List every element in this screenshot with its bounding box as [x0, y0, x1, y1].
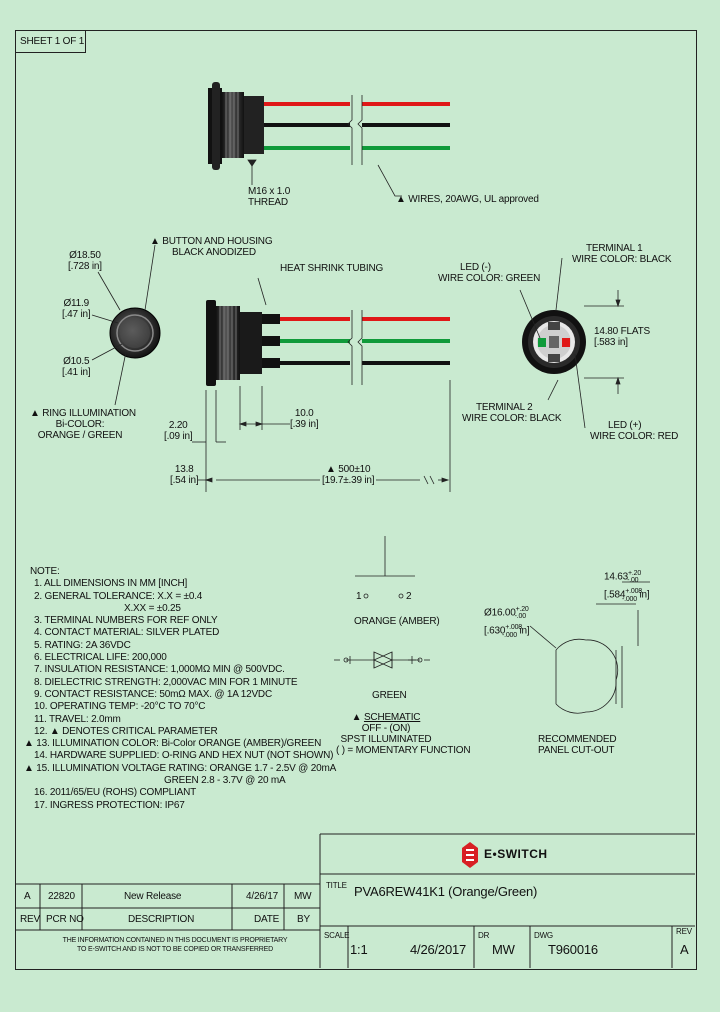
- schematic-terminal-2: 2: [406, 591, 412, 602]
- note-line: 17. INGRESS PROTECTION: IP67: [34, 799, 185, 811]
- drawing-title: PVA6REW41K1 (Orange/Green): [354, 884, 538, 899]
- note-line: X.XX = ±0.25: [124, 602, 181, 614]
- sheet-box: [15, 30, 86, 53]
- note-line: 2. GENERAL TOLERANCE: X.X = ±0.4: [34, 590, 203, 602]
- sheet-number: SHEET 1 OF 1: [20, 36, 85, 47]
- revision-date: 4/26/17: [246, 891, 278, 902]
- note-line: 11. TRAVEL: 2.0mm: [34, 713, 121, 725]
- rear-view-leaders: [519, 257, 624, 429]
- side-view-dimensions: [192, 277, 451, 492]
- note-line: 9. CONTACT RESISTANCE: 50mΩ MAX. @ 1A 12…: [34, 688, 272, 700]
- revision-header-pcr: PCR NO: [46, 914, 84, 925]
- note-line: 10. OPERATING TEMP: -20°C TO 70°C: [34, 701, 206, 713]
- led-minus-label: LED (-) WIRE COLOR: GREEN: [438, 262, 541, 284]
- rev-value: A: [680, 942, 689, 957]
- top-view-break: [347, 95, 363, 165]
- note-line: 1. ALL DIMENSIONS IN MM [INCH]: [34, 578, 188, 590]
- dr-value: MW: [492, 942, 515, 957]
- dim-500: ▲ 500±10[19.7±.39 in]: [322, 464, 375, 486]
- revision-header-rev: REV: [20, 914, 40, 925]
- led-plus-label: LED (+) WIRE COLOR: RED: [590, 420, 679, 442]
- note-line: GREEN 2.8 - 3.7V @ 20 mA: [164, 775, 286, 787]
- dim-13-8: 13.8[.54 in]: [170, 464, 199, 486]
- note-line: 5. RATING: 2A 36VDC: [34, 639, 131, 651]
- note-line: NOTE:: [30, 566, 60, 577]
- cutout-dia-dim: Ø16.00+.20-.00 [.630+.008-.000 in]: [484, 606, 530, 639]
- flats-label: 14.80 FLATS[.583 in]: [594, 326, 650, 348]
- drawing-border: [15, 30, 697, 970]
- dwg-label: DWG: [534, 931, 553, 940]
- note-line: ▲ 15. ILLUMINATION VOLTAGE RATING: ORANG…: [24, 762, 337, 774]
- cutout-width-dim: 14.63+.20-.00 [.584+.008-.000 in]: [604, 570, 650, 603]
- title-label: TITLE: [326, 881, 347, 890]
- note-line: 4. CONTACT MATERIAL: SILVER PLATED: [34, 627, 220, 639]
- schematic-orange-label: ORANGE (AMBER): [354, 616, 440, 627]
- terminal1-label: TERMINAL 1 WIRE COLOR: BLACK: [572, 243, 672, 265]
- note-line: 6. ELECTRICAL LIFE: 200,000: [34, 652, 167, 664]
- top-view-wires: [264, 102, 450, 150]
- side-view-switch: [206, 300, 262, 386]
- schematic-description: ▲ SCHEMATIC OFF - (ON) SPST ILLUMINATED …: [336, 712, 471, 756]
- front-view-leaders: [91, 244, 156, 406]
- dim-2-20: 2.20[.09 in]: [164, 420, 193, 442]
- note-line: 7. INSULATION RESISTANCE: 1,000MΩ MIN @ …: [34, 664, 285, 676]
- dim-10-0: 10.0[.39 in]: [290, 408, 319, 430]
- note-line: ▲ 13. ILLUMINATION COLOR: Bi-Color ORANG…: [24, 738, 322, 750]
- schematic-symbol: [334, 536, 430, 669]
- terminal2-label: TERMINAL 2 WIRE COLOR: BLACK: [462, 402, 562, 424]
- top-view-switch: [208, 82, 264, 170]
- dia-outer-label: Ø18.50[.728 in]: [68, 250, 102, 272]
- rear-view-switch: [522, 310, 586, 374]
- dr-label: DR: [478, 931, 490, 940]
- note-line: 8. DIELECTRIC STRENGTH: 2,000VAC MIN FOR…: [34, 676, 298, 688]
- drawing-date: 4/26/2017: [410, 942, 467, 957]
- scale-value: 1:1: [350, 942, 368, 957]
- revision-by: MW: [294, 891, 312, 902]
- scale-label: SCALE: [324, 931, 350, 940]
- button-housing-label: ▲ BUTTON AND HOUSING BLACK ANODIZED: [150, 236, 273, 258]
- panel-cutout: [529, 581, 650, 714]
- schematic-green-label: GREEN: [372, 690, 407, 701]
- dwg-value: T960016: [548, 942, 598, 957]
- notes-block: NOTE: 1. ALL DIMENSIONS IN MM [INCH] 2. …: [24, 566, 336, 812]
- title-block-lines: [15, 833, 695, 968]
- note-line: 14. HARDWARE SUPPLIED: O-RING AND HEX NU…: [34, 750, 334, 762]
- front-view-button: [109, 307, 161, 359]
- note-line: 3. TERMINAL NUMBERS FOR REF ONLY: [34, 615, 218, 627]
- eswitch-logo: E•SWITCH: [484, 847, 548, 861]
- wires-label: ▲ WIRES, 20AWG, UL approved: [396, 194, 539, 205]
- top-view-leaders: [247, 159, 402, 197]
- eswitch-logo-mark: [462, 842, 478, 868]
- revision-pcr: 22820: [48, 891, 75, 902]
- proprietary-notice: THE INFORMATION CONTAINED IN THIS DOCUME…: [62, 937, 288, 953]
- side-view-break: [347, 310, 363, 385]
- note-line: 16. 2011/65/EU (ROHS) COMPLIANT: [34, 787, 197, 799]
- schematic-terminal-1: 1: [356, 591, 362, 602]
- dia-mid-label: Ø11.9[.47 in]: [62, 298, 91, 320]
- revision-header-date: DATE: [254, 914, 280, 925]
- rev-label: REV: [676, 927, 692, 936]
- revision-rev: A: [24, 891, 31, 902]
- revision-desc: New Release: [124, 891, 182, 902]
- heat-shrink-label: HEAT SHRINK TUBING: [280, 263, 384, 274]
- revision-header-by: BY: [297, 914, 310, 925]
- dia-inner-label: Ø10.5[.41 in]: [62, 356, 91, 378]
- side-view-wires: [262, 314, 450, 368]
- note-line: 12. ▲ DENOTES CRITICAL PARAMETER: [34, 725, 218, 737]
- ring-illumination-label: ▲ RING ILLUMINATION Bi-COLOR: ORANGE / G…: [30, 408, 136, 441]
- revision-header-desc: DESCRIPTION: [128, 914, 195, 925]
